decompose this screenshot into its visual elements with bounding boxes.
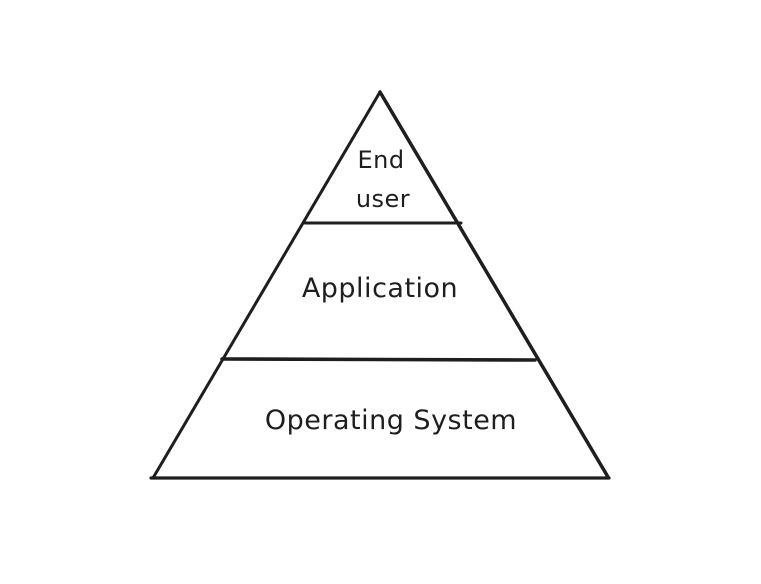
tier-divider-lower bbox=[220, 357, 537, 362]
tier-top: End user bbox=[356, 146, 410, 213]
tier-bottom: Operating System bbox=[265, 405, 517, 436]
tier-top-label-line-2: user bbox=[356, 185, 410, 213]
pyramid-right-edge bbox=[378, 90, 610, 479]
tier-middle-label: Application bbox=[302, 273, 458, 304]
pyramid-outline bbox=[149, 90, 611, 480]
tier-top-label-line-1: End bbox=[357, 146, 404, 174]
tier-bottom-label: Operating System bbox=[265, 405, 517, 436]
tier-middle: Application bbox=[302, 273, 458, 304]
pyramid-left-edge bbox=[151, 90, 382, 480]
